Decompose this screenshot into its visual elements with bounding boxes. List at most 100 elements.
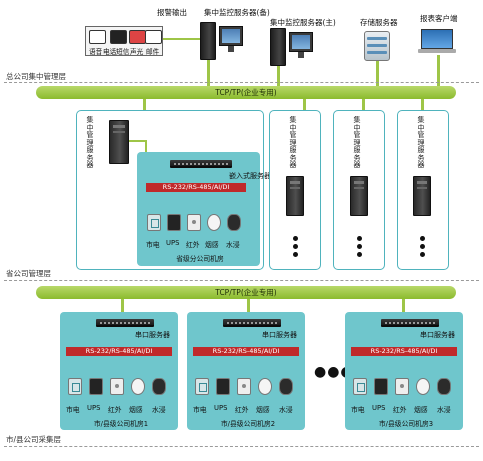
main-server-icon (270, 28, 286, 66)
mail-icon (145, 30, 162, 44)
city-room-1-box (60, 312, 178, 430)
province-zone-label: 省公司管理层 (6, 269, 51, 278)
backup-server-icon (200, 22, 216, 60)
city-room-2-serial-server-icon (223, 319, 281, 327)
city-room-2-drop (247, 299, 250, 314)
alarm-sms-label: 电话短信 (103, 48, 130, 56)
infrared-sensor-icon (110, 378, 124, 395)
utility-power-icon (147, 214, 161, 231)
province-column-1-label: 集中管理服务器 (289, 116, 297, 169)
province-main-drop (143, 99, 146, 111)
city-room-1-label-ups: UPS (87, 404, 101, 412)
more-rooms-ellipsis: ●●● (314, 364, 354, 380)
city-zone-label: 市/县公司采集层 (6, 435, 62, 444)
storage-server-label: 存储服务器 (360, 18, 398, 27)
city-zone-divider (4, 446, 479, 447)
storage-server-drop (376, 61, 379, 86)
province-column-2-server-icon (350, 176, 368, 216)
city-room-1-protocol-bar: RS-232/RS-485/AI/DI (66, 347, 172, 356)
main-monitor-stand (298, 52, 304, 58)
province-col2-drop (362, 99, 365, 111)
phone-icon (110, 30, 127, 44)
province-device-label-utility: 市电 (146, 241, 160, 249)
alarm-output-label: 报警输出 (157, 8, 187, 17)
report-client-label: 报表客户端 (420, 14, 458, 23)
city-room-3-label-infrared: 红外 (393, 406, 407, 414)
city-room-3-title: 市/县级公司机房3 (378, 420, 434, 428)
province-column-1-server-icon (286, 176, 304, 216)
smoke-detector-icon (258, 378, 272, 395)
province-column-3-label: 集中管理服务器 (417, 116, 425, 169)
city-room-1-drop (121, 299, 124, 314)
province-column-3-more (420, 236, 426, 260)
province-column-3-server-icon (413, 176, 431, 216)
province-device-label-smoke: 烟感 (205, 241, 219, 249)
ups-icon (89, 378, 103, 395)
embedded-server-label: 嵌入式服务器 (229, 172, 271, 180)
city-room-2-label-smoke: 烟感 (256, 406, 270, 414)
ups-icon (374, 378, 388, 395)
province-column-2-label: 集中管理服务器 (353, 116, 361, 169)
province-col1-drop (303, 99, 306, 111)
city-room-2-serial-label: 串口服务器 (262, 331, 297, 339)
city-room-3-serial-label: 串口服务器 (420, 331, 455, 339)
backup-server-label: 集中监控服务器(备) (204, 8, 270, 17)
city-room-3-label-water: 水浸 (437, 406, 451, 414)
backup-monitor-stand (228, 46, 234, 52)
main-server-drop (277, 66, 280, 86)
city-room-1-label-utility: 市电 (66, 406, 80, 414)
province-mgmt-server-icon (109, 120, 129, 164)
alarm-light-icon (129, 30, 146, 44)
city-room-1-device-row (66, 378, 172, 397)
province-room-title: 省级分公司机房 (176, 255, 224, 263)
backup-server-drop (207, 60, 210, 86)
alarm-link (163, 38, 201, 40)
city-room-3-label-ups: UPS (372, 404, 386, 412)
report-client-icon (418, 29, 458, 55)
city-room-2-title: 市/县级公司机房2 (220, 420, 276, 428)
hq-zone-label: 总公司集中管理层 (6, 72, 66, 81)
province-zone-divider (4, 280, 479, 281)
smoke-detector-icon (416, 378, 430, 395)
smoke-detector-icon (207, 214, 221, 231)
speaker-icon (89, 30, 106, 44)
water-leak-sensor-icon (279, 378, 293, 395)
utility-power-icon (68, 378, 82, 395)
city-room-3-label-smoke: 烟感 (414, 406, 428, 414)
alarm-light-label: 声光 (130, 48, 144, 56)
main-monitor-icon (289, 32, 313, 52)
ups-icon (167, 214, 181, 231)
water-leak-sensor-icon (227, 214, 241, 231)
city-room-1-title: 市/县级公司机房1 (93, 420, 149, 428)
province-device-label-water: 水浸 (226, 241, 240, 249)
city-room-2-box (187, 312, 305, 430)
utility-power-icon (195, 378, 209, 395)
city-room-3-serial-server-icon (381, 319, 439, 327)
city-room-1-label-infrared: 红外 (108, 406, 122, 414)
alarm-voice-label: 语音 (89, 48, 103, 56)
ups-icon (216, 378, 230, 395)
city-room-3-device-row (351, 378, 457, 397)
water-leak-sensor-icon (437, 378, 451, 395)
province-protocol-bar: RS-232/RS-485/AI/DI (146, 183, 246, 192)
main-server-label: 集中监控服务器(主) (270, 18, 336, 27)
province-mgmt-server-label: 集中管理服务器 (86, 116, 94, 169)
top-bus-label: TCP/TP(企业专用) (215, 88, 277, 97)
utility-power-icon (353, 378, 367, 395)
city-room-3-protocol-bar: RS-232/RS-485/AI/DI (351, 347, 457, 356)
city-room-3-box (345, 312, 463, 430)
province-mgmt-link (129, 140, 147, 142)
alarm-mail-label: 邮件 (146, 48, 160, 56)
province-column-2-more (357, 236, 363, 260)
smoke-detector-icon (131, 378, 145, 395)
province-column-1-more (293, 236, 299, 260)
city-room-2-label-infrared: 红外 (235, 406, 249, 414)
city-room-3-label-utility: 市电 (351, 406, 365, 414)
city-room-3-drop (402, 299, 405, 314)
city-room-2-device-row (193, 378, 299, 397)
alarm-output-panel: 语音 电话短信 声光 邮件 (85, 26, 163, 56)
city-room-2-label-water: 水浸 (279, 406, 293, 414)
city-room-1-serial-server-icon (96, 319, 154, 327)
province-col3-drop (421, 99, 424, 111)
water-leak-sensor-icon (152, 378, 166, 395)
